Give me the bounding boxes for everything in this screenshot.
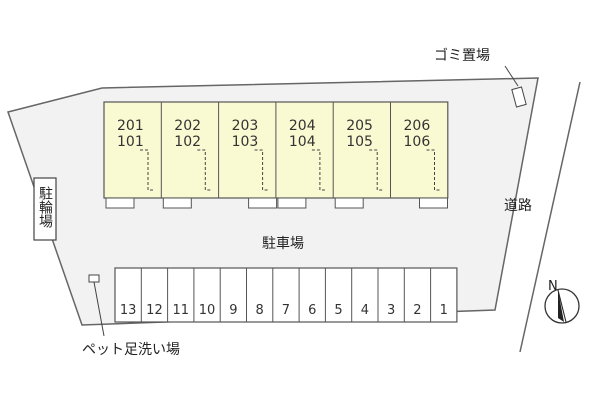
stall-number: 2	[413, 303, 421, 318]
entrance-step	[248, 197, 278, 209]
stall-number: 3	[387, 303, 395, 318]
north-arrow: N	[544, 279, 580, 324]
entrance-step	[162, 197, 192, 209]
garbage-box	[511, 86, 527, 108]
unit-upper-label: 205	[346, 118, 373, 134]
stall-number: 5	[334, 303, 342, 318]
garbage-leader	[504, 65, 519, 87]
entrance-step	[419, 197, 448, 209]
stall-number: 1	[440, 303, 448, 318]
stall-block	[114, 267, 458, 323]
bike-parking: 駐輪場	[33, 177, 57, 241]
garbage-label: ゴミ置場	[434, 47, 490, 64]
road-label: 道路	[504, 198, 532, 214]
pet-wash-leader	[93, 281, 105, 337]
stall-number: 7	[282, 303, 290, 318]
stall-number: 10	[199, 303, 216, 318]
parking-label: 駐車場	[262, 235, 304, 252]
unit-lower-label: 102	[174, 134, 201, 150]
road-edge	[519, 81, 581, 353]
unit-lower-label: 101	[117, 134, 144, 150]
stall-number: 4	[361, 303, 369, 318]
stall-number: 8	[256, 303, 264, 318]
stall-number: 6	[308, 303, 316, 318]
entrance-step	[334, 197, 364, 209]
unit-upper-label: 204	[289, 118, 316, 134]
stall-number: 11	[172, 303, 189, 318]
unit-lower-label: 104	[289, 134, 316, 150]
unit-lower-label: 105	[346, 134, 373, 150]
north-label: N	[548, 279, 558, 294]
pet-wash-label: ペット足洗い場	[82, 342, 180, 358]
stall-number: 13	[120, 303, 137, 318]
bike-parking-label: 駐輪場	[37, 186, 53, 228]
entrance-step	[277, 197, 307, 209]
unit-lower-label: 106	[404, 134, 431, 150]
stall-number: 12	[146, 303, 163, 318]
entrance-step	[105, 197, 135, 209]
stall-number: 9	[229, 303, 237, 318]
parking-stalls: 13 12 11 10 9 8 7 6 5 4 3 2 1	[114, 267, 458, 323]
pet-wash-box	[88, 274, 100, 283]
unit-upper-label: 201	[117, 118, 144, 134]
unit-lower-label: 103	[232, 134, 259, 150]
unit-upper-label: 203	[232, 118, 259, 134]
unit-upper-label: 206	[404, 118, 431, 134]
unit-upper-label: 202	[174, 118, 201, 134]
